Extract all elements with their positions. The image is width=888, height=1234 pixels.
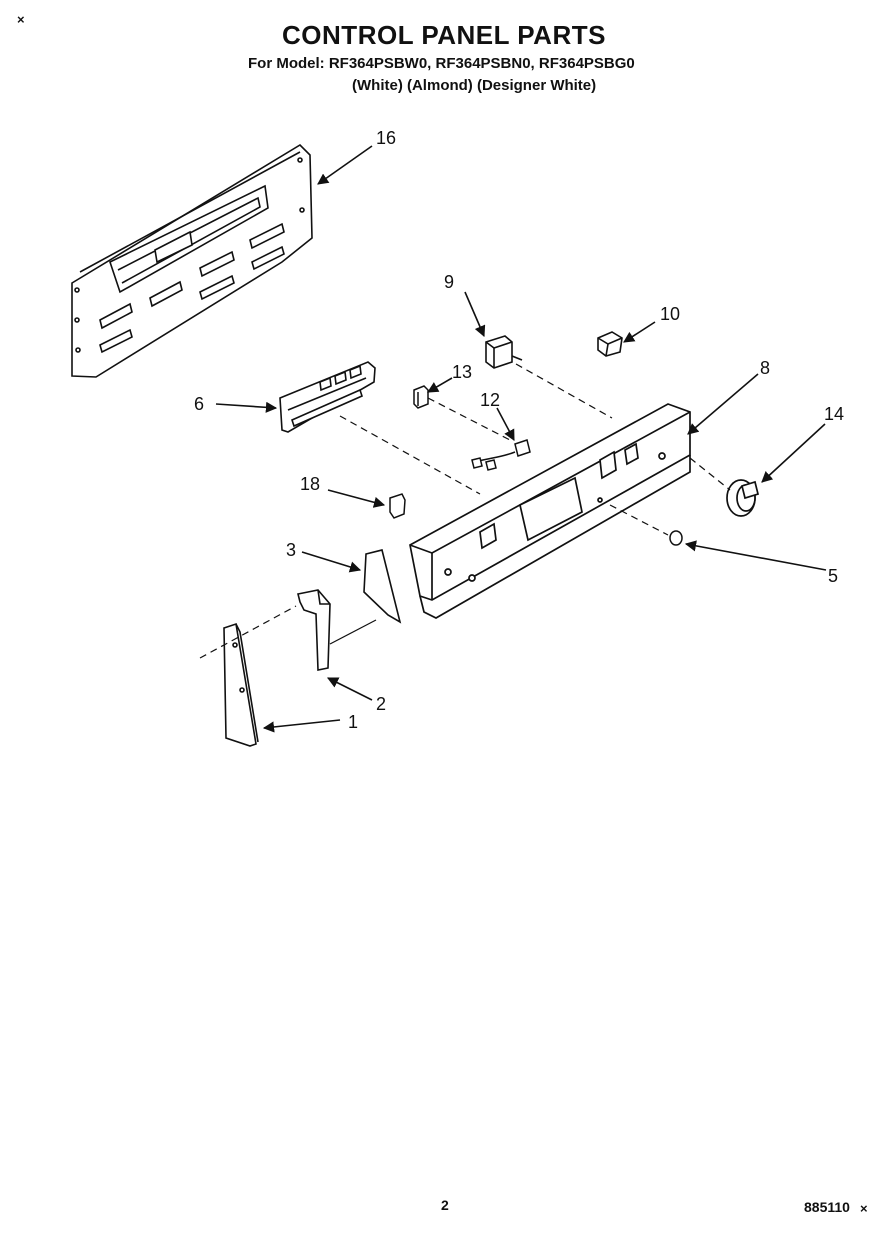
page-number: 2 [441,1197,449,1213]
part-16-rear-panel [71,143,313,378]
part-2-bracket [297,589,331,671]
callout-14: 14 [824,404,844,424]
model-numbers: For Model: RF364PSBW0, RF364PSBN0, RF364… [248,55,635,72]
corner-mark-top-left: × [17,12,25,27]
callout-1: 1 [348,712,358,732]
callout-13: 13 [452,362,472,382]
assembly-lines [199,363,731,659]
part-1-end-cap [223,622,259,747]
part-5-grommet [669,530,683,546]
part-12-wire-harness [471,439,531,471]
callout-10: 10 [660,304,680,324]
callout-arrows [215,145,827,733]
callout-3: 3 [286,540,296,560]
part-18-clip [389,493,406,519]
callout-2: 2 [376,694,386,714]
corner-mark-bottom-right: × [860,1201,868,1216]
callout-18: 18 [300,474,320,494]
callout-6: 6 [194,394,204,414]
document-number: 885110 [804,1199,850,1215]
model-colors: (White) (Almond) (Designer White) [352,77,597,94]
part-6-control-board [279,361,376,433]
callout-16: 16 [376,128,396,148]
callout-9: 9 [444,272,454,292]
callout-5: 5 [828,566,838,586]
part-9-switch [485,335,523,369]
callout-12: 12 [480,390,500,410]
part-10-block [597,331,623,357]
callout-8: 8 [760,358,770,378]
part-8-panel-housing [409,403,691,619]
part-14-knob [726,479,760,517]
part-3-end-plate [363,549,402,624]
callout-labels: 16 9 10 13 12 8 6 14 18 3 5 2 1 [194,128,844,732]
assembly-lines-solid [329,619,377,645]
part-13-clip [413,385,429,409]
page-title: CONTROL PANEL PARTS [282,20,606,50]
